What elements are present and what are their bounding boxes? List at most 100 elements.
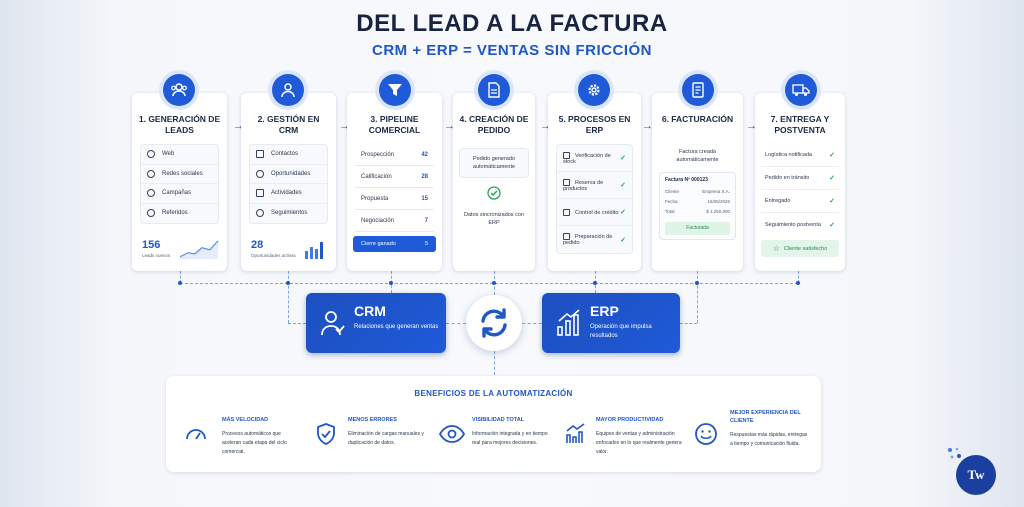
check-icon: ✓	[829, 221, 835, 229]
arrow-icon: →	[540, 120, 551, 132]
shield-check-icon	[317, 423, 335, 445]
growth-chart-icon	[566, 423, 585, 443]
invoice-status-badge: Facturada	[665, 222, 730, 235]
list-item: Entregado✓	[761, 190, 839, 213]
list-item: Reserva de productos✓	[557, 172, 632, 199]
target-icon	[256, 169, 264, 178]
document-icon	[478, 74, 510, 106]
list-item: Seguimientos	[250, 204, 327, 224]
top-connector-line	[180, 283, 798, 284]
erp-desc: Operación que impulsa resultados	[590, 324, 652, 339]
connector	[798, 271, 799, 283]
erp-name: ERP	[590, 303, 619, 319]
step-card-leads: 1. GENERACIÓN DE LEADS Web Redes sociale…	[132, 93, 227, 271]
check-icon: ✓	[829, 175, 835, 182]
order-note: Pedido generado automáticamente	[472, 156, 516, 170]
step-card-delivery: 7. ENTREGA Y POSTVENTA Logística notific…	[755, 93, 845, 271]
step-card-erp: 5. PROCESOS EN ERP Verificación de stock…	[548, 93, 641, 271]
result-badge: ☆Cliente satisfecho	[761, 240, 839, 257]
box-icon	[563, 208, 570, 216]
step-title: 5. PROCESOS EN ERP	[558, 114, 631, 135]
check-icon: ✓	[620, 155, 626, 162]
twitter-icon	[147, 169, 155, 178]
box-icon	[563, 233, 570, 240]
connector-dot	[178, 281, 182, 285]
list-item: Control de crédito✓	[557, 199, 632, 226]
connector	[697, 271, 698, 323]
benefits-title: BENEFICIOS DE LA AUTOMATIZACIÓN	[414, 389, 573, 398]
eye-icon	[438, 425, 466, 443]
step-title: 2. GESTIÓN EN CRM	[257, 114, 320, 135]
step-title: 6. FACTURACIÓN	[661, 114, 734, 124]
globe-icon	[147, 150, 155, 159]
sync-icon	[466, 295, 522, 351]
erp-process-list: Verificación de stock✓ Reserva de produc…	[556, 144, 633, 254]
delivery-list: Logística notificada✓ Pedido en tránsito…	[761, 144, 839, 236]
connector	[288, 271, 289, 323]
calendar-icon	[256, 189, 264, 198]
connector	[522, 323, 542, 324]
connector-dot	[389, 281, 393, 285]
trend-line-icon	[180, 240, 219, 259]
connector	[680, 323, 697, 324]
invoice-field: Total$ 1.250.000	[665, 209, 730, 214]
crm-user-icon	[321, 311, 345, 336]
arrow-icon: →	[642, 120, 653, 132]
crm-name: CRM	[354, 303, 386, 319]
check-icon: ✓	[620, 182, 626, 189]
step-title: 1. GENERACIÓN DE LEADS	[138, 114, 221, 135]
connector-dot	[796, 281, 800, 285]
truck-icon	[785, 74, 817, 106]
arrow-icon: →	[233, 120, 244, 132]
connector	[288, 323, 306, 324]
connector	[446, 323, 466, 324]
stat-label: Oportunidades activas	[251, 253, 296, 258]
list-item: Seguimiento postventa✓	[765, 221, 835, 229]
list-item: Redes sociales	[141, 165, 218, 184]
connector	[494, 351, 495, 375]
brand-logo: Tw	[956, 455, 996, 495]
connector-dot	[593, 281, 597, 285]
crm-list: Contactos Oportunidades Actividades Segu…	[249, 144, 328, 224]
connector-dot	[695, 281, 699, 285]
stat-value: 156	[142, 239, 161, 251]
arrow-icon: →	[444, 120, 455, 132]
page-title: DEL LEAD A LA FACTURA	[356, 10, 668, 37]
user-icon	[272, 74, 304, 106]
logo-dots-icon	[948, 447, 961, 459]
contact-card-icon	[256, 150, 264, 159]
sync-note: Datos sincronizados con ERP	[464, 212, 524, 226]
erp-chart-icon	[557, 309, 580, 336]
check-icon: ✓	[620, 236, 626, 244]
stat-label: Leads nuevos	[142, 253, 171, 258]
users-icon	[163, 74, 195, 106]
referral-icon	[147, 209, 155, 218]
list-item: Campañas	[141, 184, 218, 204]
arrow-icon: →	[746, 120, 757, 132]
check-icon: ✓	[829, 152, 835, 159]
speedometer-icon	[186, 429, 206, 440]
list-item: Web	[141, 145, 218, 165]
star-icon: ☆	[772, 244, 780, 253]
invoice-number: Factura Nº 000123	[665, 177, 708, 183]
gear-icon	[578, 74, 610, 106]
invoice-note: Factura creada automáticamente	[676, 149, 719, 163]
list-item: Oportunidades	[250, 165, 327, 184]
check-icon: ✓	[829, 198, 835, 205]
box-icon	[563, 178, 570, 186]
page-subtitle: CRM + ERP = VENTAS SIN FRICCIÓN	[372, 42, 652, 59]
invoice-icon	[682, 74, 714, 106]
check-circle-icon	[453, 186, 535, 205]
smiley-icon	[695, 423, 717, 445]
